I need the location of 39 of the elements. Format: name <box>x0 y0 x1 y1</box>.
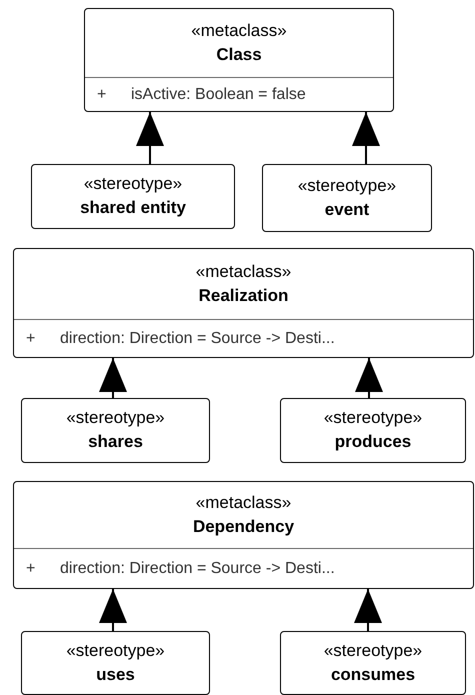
stereotype-box <box>31 164 235 229</box>
attribute-text: direction: Direction = Source -> Desti... <box>60 330 335 348</box>
metaclass-box <box>13 481 474 589</box>
extension-arrow <box>136 112 164 164</box>
stereotype-label: «metaclass» <box>196 261 292 283</box>
class-name: consumes <box>330 664 416 686</box>
metaclass-box <box>84 8 394 112</box>
visibility-marker: + <box>26 330 36 348</box>
stereotype-label: «stereotype» <box>324 640 422 662</box>
extension-arrow <box>99 358 127 398</box>
stereotype-label: «metaclass» <box>191 20 287 42</box>
class-name: Class <box>216 44 262 66</box>
extension-arrow <box>352 112 380 164</box>
class-name: produces <box>334 431 412 453</box>
extension-arrow <box>354 589 382 631</box>
stereotype-box <box>21 631 210 695</box>
stereotype-label: «metaclass» <box>196 492 292 514</box>
attribute-text: isActive: Boolean = false <box>131 86 306 104</box>
class-name: Realization <box>198 285 288 307</box>
class-name: event <box>324 198 370 220</box>
extension-arrow <box>355 358 383 398</box>
class-name: uses <box>96 664 135 686</box>
class-name: shared entity <box>80 197 186 219</box>
metaclass-box <box>13 248 474 358</box>
stereotype-label: «stereotype» <box>324 407 422 429</box>
stereotype-box <box>21 398 210 463</box>
class-name: Dependency <box>192 516 294 538</box>
attribute-text: direction: Direction = Source -> Desti... <box>60 560 335 578</box>
extension-arrow <box>99 589 127 631</box>
stereotype-label: «stereotype» <box>66 407 165 429</box>
stereotype-box <box>262 164 432 232</box>
stereotype-label: «stereotype» <box>298 174 396 196</box>
stereotype-box <box>280 631 466 695</box>
stereotype-label: «stereotype» <box>66 640 165 662</box>
stereotype-label: «stereotype» <box>84 173 182 195</box>
stereotype-box <box>280 398 466 463</box>
visibility-marker: + <box>97 86 108 104</box>
visibility-marker: + <box>26 560 36 578</box>
class-name: shares <box>88 431 143 453</box>
